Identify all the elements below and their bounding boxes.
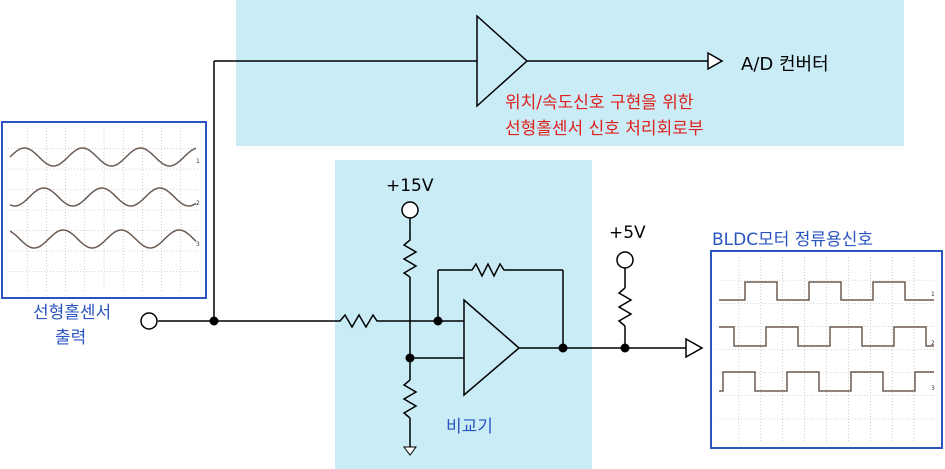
sine-trace-3 <box>9 229 197 249</box>
square-trace-2 <box>719 326 934 347</box>
sensor-scope-panel: 1 2 3 <box>1 121 207 299</box>
scope-grid <box>8 128 200 292</box>
processing-caption-line2: 선형홀센서 신호 처리회로부 <box>505 119 704 139</box>
sensor-output-label-line2: 출력 <box>55 328 86 348</box>
junction-dots <box>209 316 630 363</box>
comparator-label: 비교기 <box>446 417 493 437</box>
sine-trace-2 <box>9 187 197 207</box>
vplus5-label: +5V <box>609 223 646 243</box>
channel-marker-1: 1 <box>931 291 935 298</box>
channel-marker-1: 1 <box>196 158 200 165</box>
channel-marker-2: 2 <box>931 340 935 347</box>
bldc-scope-panel: 1 2 3 <box>710 250 943 449</box>
wires <box>158 60 708 447</box>
output-arrow <box>685 337 704 359</box>
sensor-input-terminal <box>140 312 158 330</box>
square-trace-1 <box>719 281 934 301</box>
ad-converter-label: A/D 컨버터 <box>741 54 829 75</box>
ad-output-arrow <box>707 51 724 71</box>
vplus5-terminal <box>616 251 634 269</box>
square-trace-3 <box>719 371 934 392</box>
sensor-output-label-line1: 선형홀센서 <box>33 303 111 323</box>
channel-marker-3: 3 <box>196 241 200 248</box>
buffer-amplifier <box>476 14 529 108</box>
vplus15-label: +15V <box>386 176 434 196</box>
ground-symbol <box>403 446 417 456</box>
processing-caption-line1: 위치/속도신호 구현을 위한 <box>505 93 694 113</box>
channel-marker-3: 3 <box>931 385 935 392</box>
comparator-opamp <box>463 298 521 397</box>
vplus15-terminal <box>401 201 419 219</box>
sine-trace-1 <box>9 147 197 167</box>
bldc-signal-title: BLDC모터 정류용신호 <box>712 230 873 250</box>
processing-region <box>236 0 904 146</box>
channel-marker-2: 2 <box>196 200 200 207</box>
